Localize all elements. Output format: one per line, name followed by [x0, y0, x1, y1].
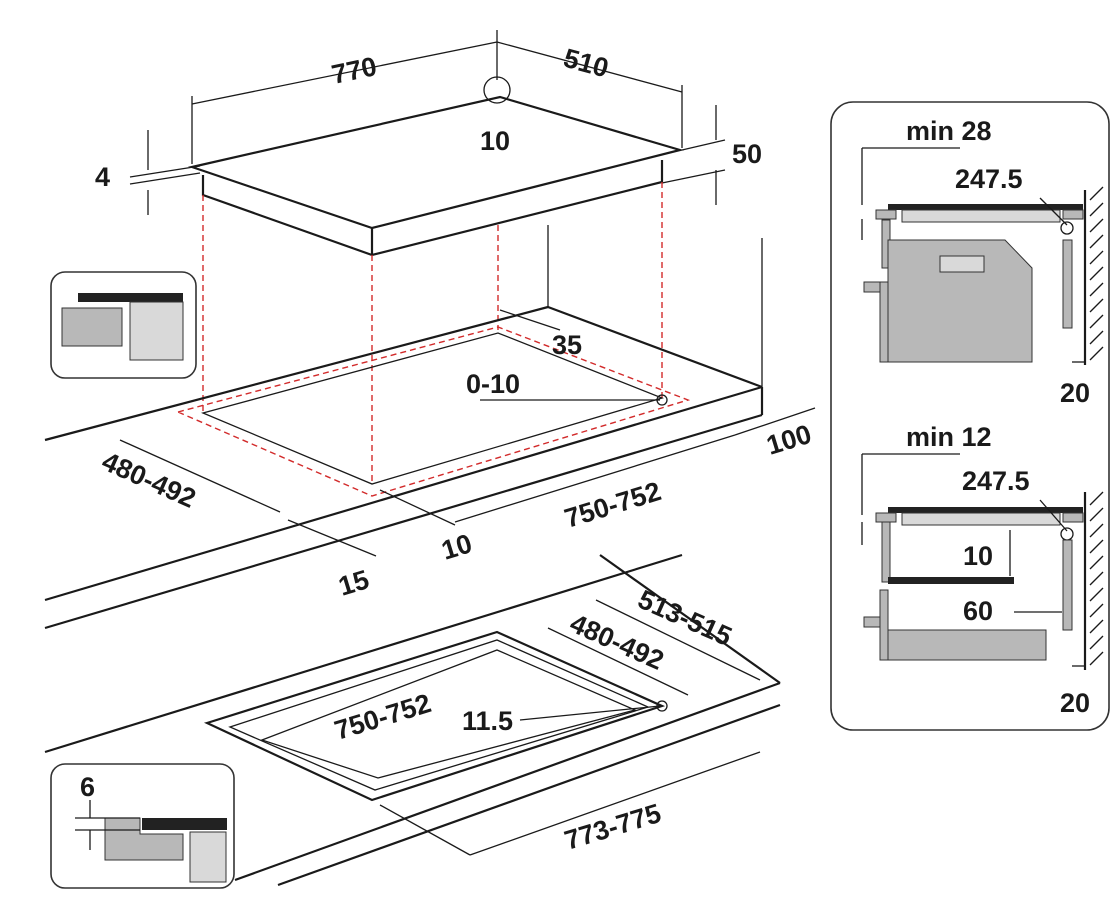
inset-top-left — [50, 271, 197, 379]
label-11-5: 11.5 — [462, 706, 513, 736]
inset-bottom-left — [50, 763, 235, 889]
section-drawer-below — [861, 453, 1087, 670]
label-510: 510 — [560, 43, 611, 84]
label-20-top: 20 — [1060, 378, 1090, 408]
hob-3d-view — [129, 30, 726, 482]
label-35: 35 — [552, 330, 582, 360]
label-min-12: min 12 — [906, 422, 992, 452]
label-height-50: 50 — [732, 139, 762, 169]
label-770: 770 — [329, 51, 379, 90]
label-20-bottom: 20 — [1060, 688, 1090, 718]
label-corner-10: 10 — [480, 126, 510, 156]
worktop-cutout-view — [44, 225, 816, 630]
wall-hatching — [1089, 186, 1104, 666]
label-60: 60 — [963, 596, 993, 626]
label-min-28: min 28 — [906, 116, 992, 146]
label-100: 100 — [763, 419, 815, 461]
label-thickness-4: 4 — [95, 162, 110, 192]
label-480-492-top: 480-492 — [98, 446, 201, 514]
label-247-5-bottom: 247.5 — [962, 466, 1030, 496]
flush-mount-view — [44, 553, 781, 887]
label-247-5-top: 247.5 — [955, 164, 1023, 194]
label-15: 15 — [335, 564, 373, 601]
label-750-752-bottom: 750-752 — [331, 688, 435, 746]
label-0-10: 0-10 — [466, 369, 520, 399]
label-773-775: 773-775 — [561, 798, 665, 856]
label-10-bottom: 10 — [438, 528, 476, 565]
side-section-panel — [830, 101, 1110, 731]
label-10-side: 10 — [963, 541, 993, 571]
section-oven-below — [861, 147, 1087, 365]
label-inset-6: 6 — [80, 772, 95, 802]
